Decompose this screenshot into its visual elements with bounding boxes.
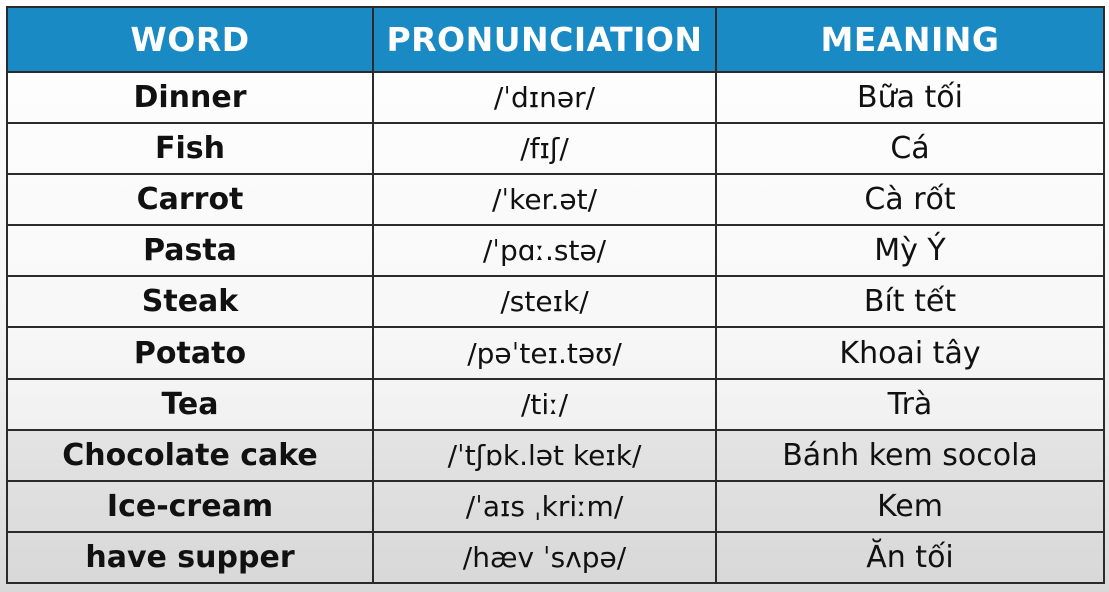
- word-cell: Fish: [6, 122, 374, 176]
- word-cell: Pasta: [6, 224, 374, 278]
- pronunciation-cell: /tiː/: [372, 377, 717, 431]
- meaning-cell: Mỳ Ý: [715, 224, 1105, 278]
- meaning-cell: Trà: [715, 377, 1105, 431]
- pronunciation-cell: /steɪk/: [372, 275, 717, 329]
- pronunciation-cell: /ˈker.ət/: [372, 173, 717, 227]
- pronunciation-cell: /ˈtʃɒk.lət keɪk/: [372, 428, 717, 482]
- word-cell: Dinner: [6, 70, 374, 125]
- column-header-meaning: MEANING: [715, 6, 1105, 73]
- table-row: Dinner /ˈdɪnər/ Bữa tối: [6, 70, 1105, 125]
- meaning-cell: Kem: [715, 479, 1105, 533]
- meaning-cell: Ăn tối: [715, 530, 1105, 585]
- table-row: Chocolate cake /ˈtʃɒk.lət keɪk/ Bánh kem…: [6, 428, 1105, 482]
- pronunciation-cell: /ˈaɪs ˌkriːm/: [372, 479, 717, 533]
- table-row: Tea /tiː/ Trà: [6, 377, 1105, 431]
- meaning-cell: Bữa tối: [715, 70, 1105, 125]
- pronunciation-cell: /hæv ˈsʌpə/: [372, 530, 717, 585]
- table-row: Fish /fɪʃ/ Cá: [6, 122, 1105, 176]
- column-header-pronunciation: PRONUNCIATION: [372, 6, 717, 73]
- word-cell: Potato: [6, 326, 374, 380]
- word-cell: have supper: [6, 530, 374, 585]
- table-row: Steak /steɪk/ Bít tết: [6, 275, 1105, 329]
- table-row: Carrot /ˈker.ət/ Cà rốt: [6, 173, 1105, 227]
- pronunciation-cell: /pəˈteɪ.təʊ/: [372, 326, 717, 380]
- table-row: Pasta /ˈpɑː.stə/ Mỳ Ý: [6, 224, 1105, 278]
- table-row: Potato /pəˈteɪ.təʊ/ Khoai tây: [6, 326, 1105, 380]
- word-cell: Carrot: [6, 173, 374, 227]
- meaning-cell: Khoai tây: [715, 326, 1105, 380]
- meaning-cell: Cà rốt: [715, 173, 1105, 227]
- pronunciation-cell: /ˈdɪnər/: [372, 70, 717, 125]
- meaning-cell: Bánh kem socola: [715, 428, 1105, 482]
- vocabulary-table: WORD PRONUNCIATION MEANING Dinner /ˈdɪnə…: [6, 6, 1105, 585]
- table-row: have supper /hæv ˈsʌpə/ Ăn tối: [6, 530, 1105, 585]
- pronunciation-cell: /ˈpɑː.stə/: [372, 224, 717, 278]
- word-cell: Chocolate cake: [6, 428, 374, 482]
- meaning-cell: Cá: [715, 122, 1105, 176]
- meaning-cell: Bít tết: [715, 275, 1105, 329]
- word-cell: Tea: [6, 377, 374, 431]
- pronunciation-cell: /fɪʃ/: [372, 122, 717, 176]
- word-cell: Steak: [6, 275, 374, 329]
- word-cell: Ice-cream: [6, 479, 374, 533]
- table-row: Ice-cream /ˈaɪs ˌkriːm/ Kem: [6, 479, 1105, 533]
- column-header-word: WORD: [6, 6, 374, 73]
- table-header-row: WORD PRONUNCIATION MEANING: [6, 6, 1105, 73]
